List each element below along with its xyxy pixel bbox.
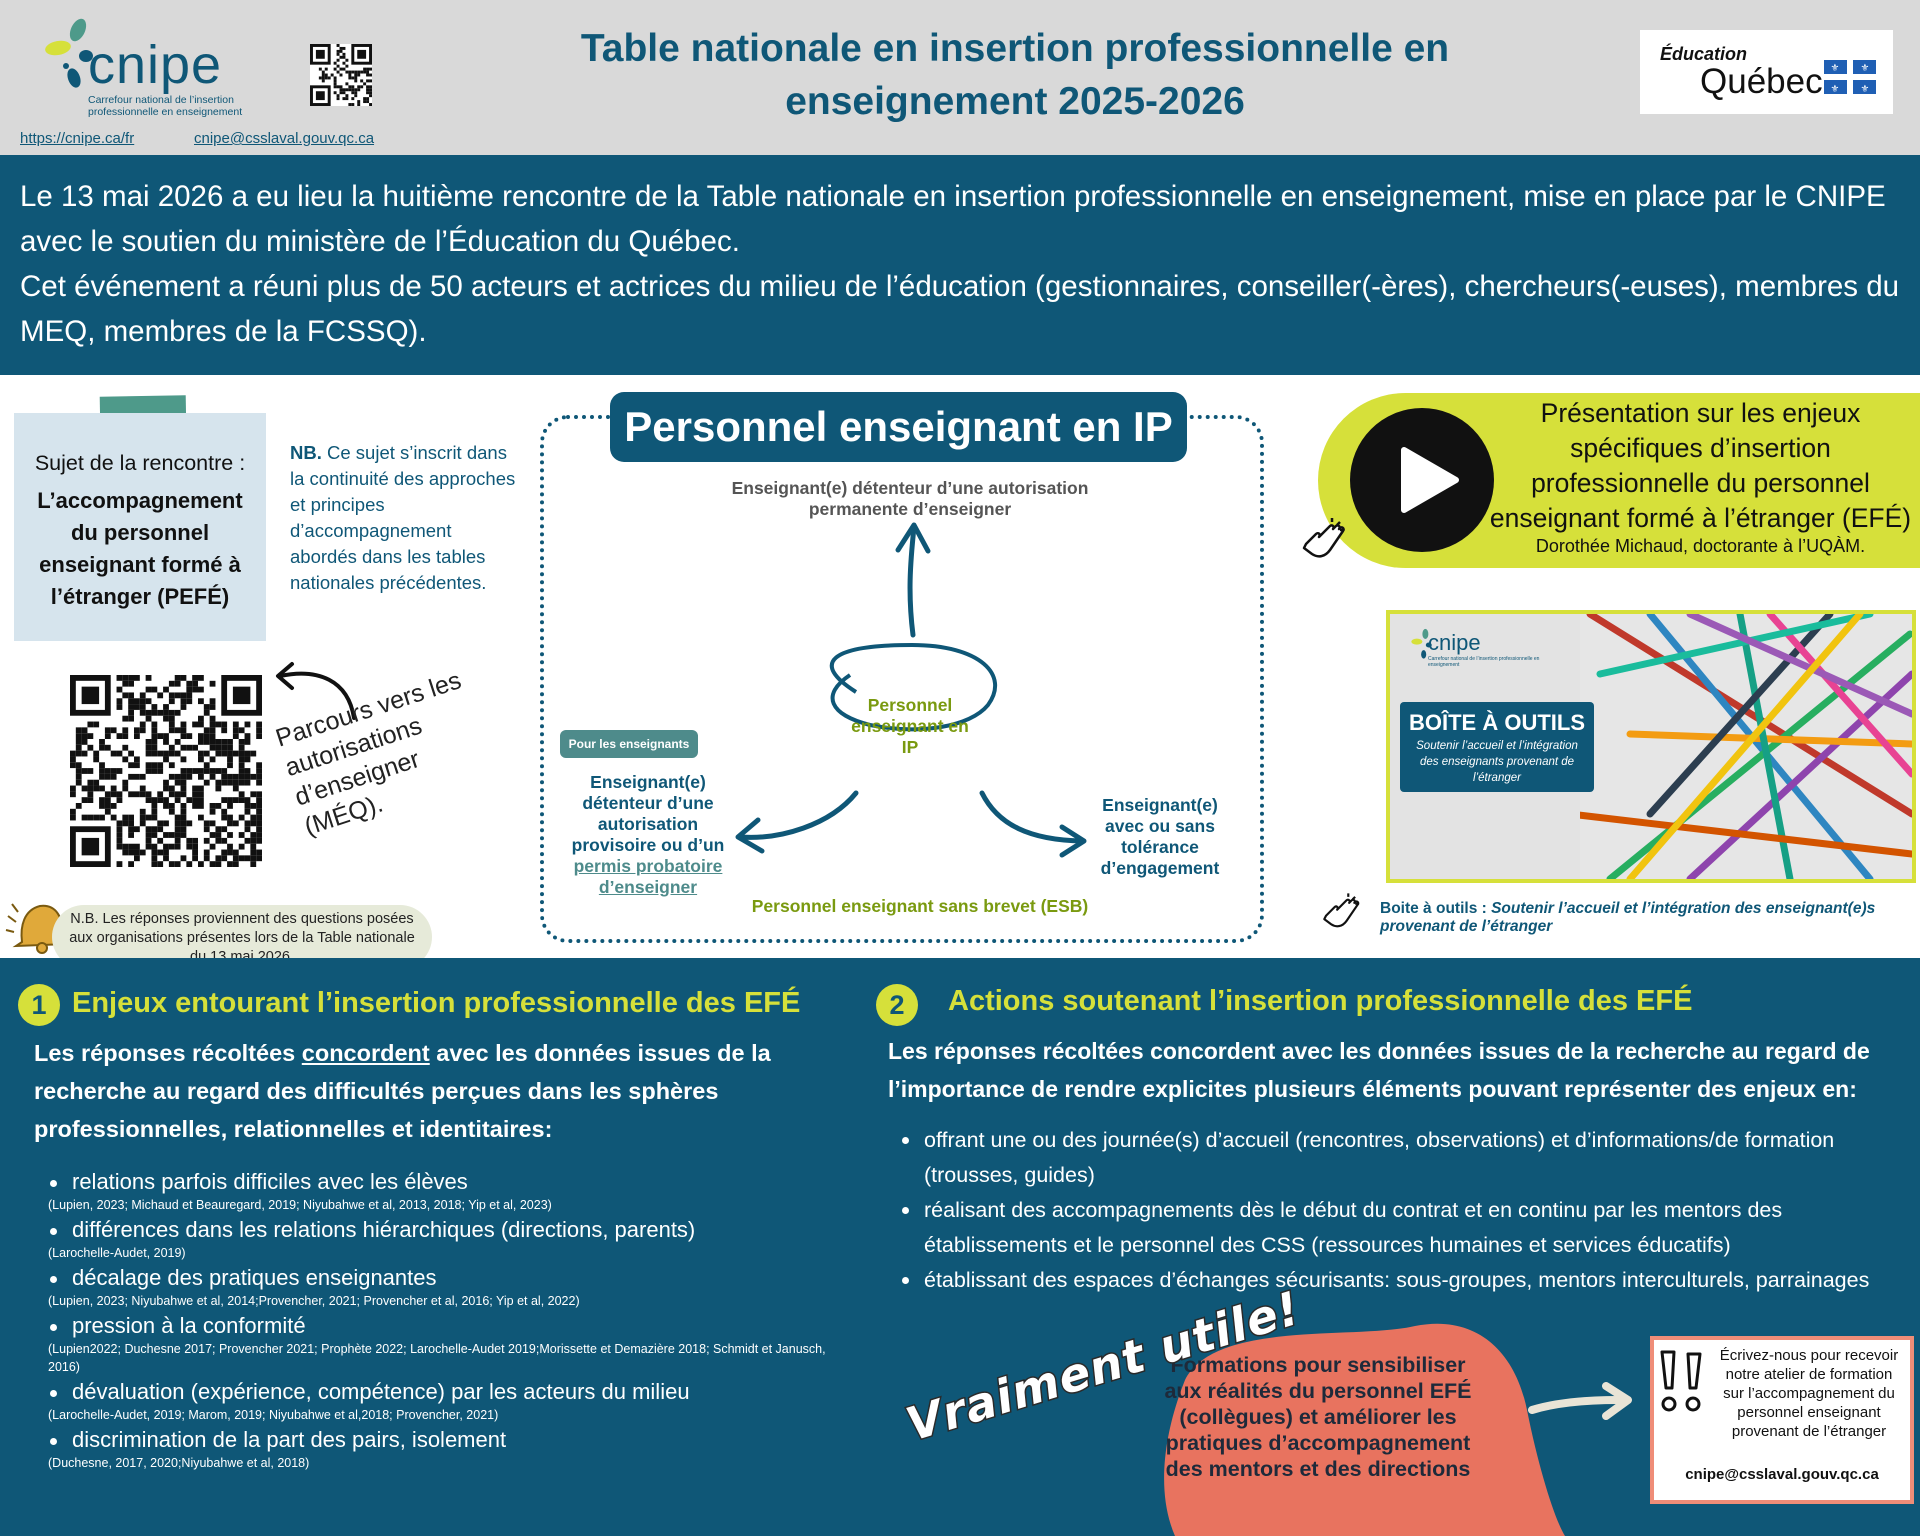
item-text: décalage des pratiques enseignantes [72,1265,437,1290]
permis-link[interactable]: permis probatoire d’enseigner [573,856,723,897]
title-line-2: enseignement 2025-2026 [785,80,1245,123]
item-text: dévaluation (expérience, compétence) par… [72,1379,690,1404]
hand-pointer-icon [1302,518,1345,558]
list-item: relations parfois difficiles avec les él… [48,1168,848,1214]
toolbox-title: BOÎTE À OUTILS [1409,710,1585,735]
intro-paragraph-2: Cet événement a réuni plus de 50 acteurs… [20,270,1900,348]
subject-label: Sujet de la rencontre : [34,451,246,475]
diagram-arrows [735,522,1087,858]
toolbox-label-card: BOÎTE À OUTILS Soutenir l’accueil et l’i… [1400,702,1594,792]
list-item: établissant des espaces d’échanges sécur… [900,1263,1900,1298]
site-link[interactable]: https://cnipe.ca/fr [20,130,135,147]
toolbox-cnipe-flower-icon [1411,628,1432,659]
section2-number: 2 [876,984,918,1026]
quebec-flag-icon: ⚜ ⚜ ⚜ ⚜ [1824,60,1876,94]
contact-text: Écrivez-nous pour recevoir notre atelier… [1719,1347,1899,1440]
toolbox-subtitle: Soutenir l’accueil et l’intégration des … [1416,740,1578,784]
diagram-bottom-label: Personnel enseignant sans brevet (ESB) [751,896,1089,916]
subject-title: L’accompagnement du personnel enseignant… [37,488,243,609]
section1-title: Enjeux entourant l’insertion professionn… [72,987,801,1019]
list-item: pression à la conformité (Lupien2022; Duc… [48,1312,848,1376]
list-item: réalisant des accompagnements dès le déb… [900,1193,1900,1263]
section1-lead-a: Les réponses récoltées [34,1040,302,1066]
title-line-1: Table nationale en insertion professionn… [580,27,1450,70]
bottom-band [0,958,1920,1536]
toolbox-thumbnail[interactable]: cnipe Carrefour national de l’insertion … [1386,610,1916,883]
cnipe-flower-icon [45,18,93,88]
intro-paragraph-1: Le 13 mai 2026 a eu lieu la huitième ren… [20,180,1886,258]
section1-lead-underline: concordent [301,1040,430,1066]
section1-lead: Les réponses récoltées concordent avec l… [34,1034,814,1148]
item-text: discrimination de la part des pairs, iso… [72,1427,507,1452]
contact-card [1650,1336,1914,1504]
item-ref: (Lupien, 2023; Niyubahwe et al, 2014;Pro… [48,1294,580,1308]
small-qr-code[interactable] [310,44,372,106]
right-arrow-icon [1528,1382,1632,1420]
svg-text:⚜: ⚜ [1831,63,1840,74]
fe-badge: Pour les enseignants FÉ [560,730,698,779]
logo-subtitle: Carrefour national de l’insertion profes… [88,94,243,118]
list-item: décalage des pratiques enseignantes (Lupi… [48,1264,848,1310]
svg-text:⚜: ⚜ [1861,84,1870,94]
intro-band [0,155,1920,375]
curved-arrow-icon [276,662,356,720]
exclamation-icon [1660,1350,1702,1412]
toolbox-caption-lead: Boite à outils : [1380,900,1492,917]
item-text: différences dans les relations hiérarchi… [72,1217,696,1242]
diagram-center-label: Personnel enseignant en IP [851,695,969,757]
education-quebec-logo: Éducation Québec ⚜ ⚜ ⚜ ⚜ [1640,30,1893,114]
authorization-qr-code[interactable] [70,675,262,867]
list-item: dévaluation (expérience, compétence) par… [48,1378,848,1424]
nb-bubble-text: N.B. Les réponses proviennent des questi… [69,911,415,965]
diagram-right-label: Enseignant(e) avec ou sans tolérance d’e… [1100,795,1220,878]
list-item: discrimination de la part des pairs, iso… [48,1426,848,1472]
list-item: offrant une ou des journée(s) d’accueil … [900,1123,1900,1193]
cnipe-logo: cnipe Carrefour national de l’insertion … [28,16,288,126]
item-ref: (Lupien2022; Duchesne 2017; Provencher 2… [48,1342,826,1374]
formations-text: Formations pour sensibiliser aux réalité… [1164,1353,1472,1481]
edu-small-text: Éducation [1660,44,1748,64]
svg-text:⚜: ⚜ [1831,84,1840,94]
item-ref: (Larochelle-Audet, 2019; Marom, 2019; Ni… [48,1408,499,1422]
edu-big-text: Québec [1700,62,1823,101]
play-button[interactable] [1350,408,1494,552]
subject-card: Sujet de la rencontre : L’accompagnement… [14,413,266,641]
section2-lead: Les réponses récoltées concordent avec l… [888,1038,1870,1102]
list-item: différences dans les relations hiérarchi… [48,1216,848,1262]
presentation-speaker: Dorothée Michaud, doctorante à l’UQÀM. [1535,536,1866,556]
nb-note: NB. Ce sujet s’inscrit dans la continuit… [290,440,520,596]
intro-text: Le 13 mai 2026 a eu lieu la huitième ren… [20,174,1905,354]
toolbox-caption[interactable]: Boite à outils : Soutenir l’accueil et l… [1380,900,1920,936]
presentation-title: Présentation sur les enjeux spécifiques … [1489,398,1912,533]
play-icon [1401,447,1459,513]
toolbox-hand-icon [1323,893,1360,928]
section1-lead-b: avec les données issues de la recherche … [34,1040,771,1142]
nb-body: Ce sujet s’inscrit dans la continuité de… [290,442,516,593]
section2-title: Actions soutenant l’insertion profession… [948,985,1693,1017]
section2-list: offrant une ou des journée(s) d’accueil … [900,1123,1900,1298]
svg-text:⚜: ⚜ [1861,63,1870,74]
item-ref: (Lupien, 2023; Michaud et Beauregard, 20… [48,1198,552,1212]
section1-list: relations parfois difficiles avec les él… [48,1168,848,1474]
page-title: Table nationale en insertion professionn… [470,22,1560,128]
nb-lead: NB. [290,442,322,463]
formations-blob [1164,1323,1565,1536]
diagram-top-label: Enseignant(e) détenteur d’une autorisati… [731,478,1089,519]
diagram-left-text: Enseignant(e) détenteur d’une autorisati… [571,772,725,855]
email-link[interactable]: cnipe@csslaval.gouv.qc.ca [194,130,375,147]
toolbox-caption-link[interactable]: Soutenir l’accueil et l’intégration des … [1380,900,1876,935]
logo-wordmark: cnipe [88,35,223,95]
item-ref: (Duchesne, 2017, 2020;Niyubahwe et al, 2… [48,1456,310,1470]
toolbox-logo-word: cnipe [1428,630,1481,655]
item-ref: (Larochelle-Audet, 2019) [48,1246,186,1260]
toolbox-logo-sub: Carrefour national de l’insertion profes… [1428,656,1540,668]
section1-number: 1 [18,984,60,1026]
diagram-left-label: Enseignant(e) détenteur d’une autorisati… [555,772,741,898]
contact-email[interactable]: cnipe@csslaval.gouv.qc.ca [1685,1466,1879,1483]
item-text: relations parfois difficiles avec les él… [72,1169,468,1194]
item-text: pression à la conformité [72,1313,306,1338]
diagram-title: Personnel enseignant en IP [610,392,1187,462]
